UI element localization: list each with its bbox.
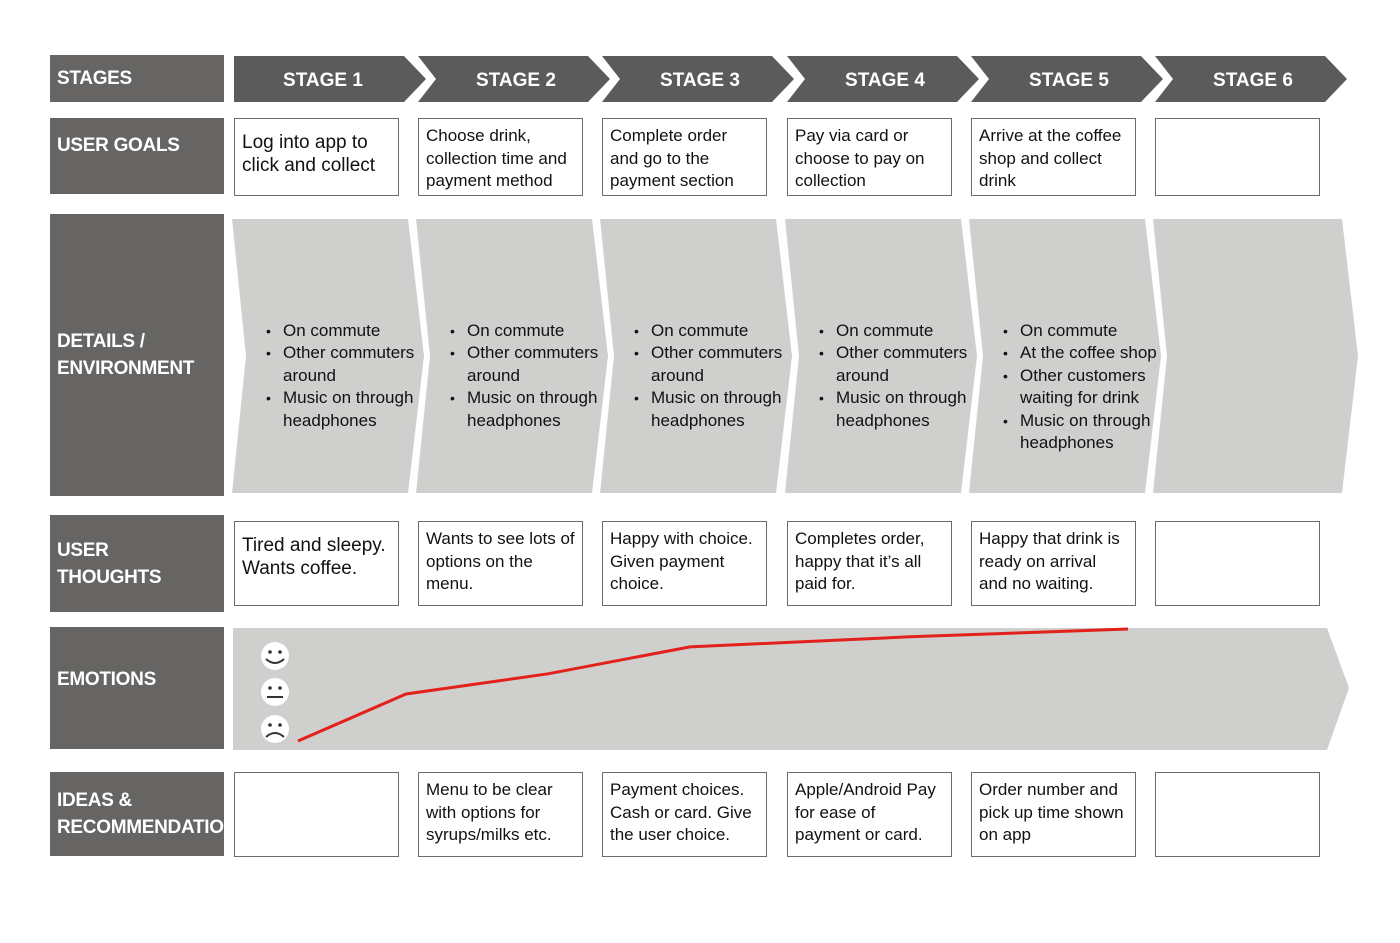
stage-arrow [234, 56, 426, 102]
stage-arrow [602, 56, 794, 102]
idea-box [234, 772, 399, 857]
stage-arrow [971, 56, 1163, 102]
row-label-text: EMOTIONS [57, 668, 156, 690]
row-label-user-thoughts: USER THOUGHTS [50, 515, 224, 612]
emotions-band [233, 628, 1349, 750]
happy-face-icon [261, 642, 289, 670]
idea-box: Order number and pick up time shown on a… [971, 772, 1136, 857]
user-thought-box: Happy that drink is ready on arrival and… [971, 521, 1136, 606]
user-thought-box: Wants to see lots of options on the menu… [418, 521, 583, 606]
details-list: On commuteOther commuters aroundMusic on… [818, 320, 986, 432]
emotion-line [297, 627, 1129, 743]
details-item: Music on through headphones [266, 387, 433, 432]
details-item: On commute [634, 320, 801, 343]
row-label-stages: STAGES [50, 55, 224, 102]
user-goal-box: Complete order and go to the payment sec… [602, 118, 767, 196]
details-item: Other commuters around [634, 342, 801, 387]
user-thought-box [1155, 521, 1320, 606]
details-list: On commuteOther commuters aroundMusic on… [449, 320, 617, 432]
row-label-text: IDEAS & RECOMMENDATIONS [57, 790, 250, 838]
stage-arrow [787, 56, 979, 102]
user-goal-box: Log into app to click and collect [234, 118, 399, 196]
details-item: Music on through headphones [819, 387, 986, 432]
details-list: On commuteOther commuters aroundMusic on… [265, 320, 433, 432]
user-goal-box: Choose drink, collection time and paymen… [418, 118, 583, 196]
details-list: On commuteAt the coffee shopOther custom… [1002, 320, 1178, 454]
idea-box: Payment choices. Cash or card. Give the … [602, 772, 767, 857]
details-item: Music on through headphones [450, 387, 617, 432]
details-item: Music on through headphones [1003, 410, 1178, 455]
details-chevron [1153, 219, 1358, 493]
stage-label: STAGE 1 [283, 70, 363, 91]
details-item: On commute [266, 320, 433, 343]
details-item: On commute [450, 320, 617, 343]
stage-label: STAGE 4 [845, 70, 925, 91]
user-thought-box: Happy with choice. Given payment choice. [602, 521, 767, 606]
stage-label: STAGE 3 [660, 70, 740, 91]
row-label-text: STAGES [57, 68, 132, 89]
sad-face-icon [261, 715, 289, 743]
user-goal-box: Pay via card or choose to pay on collect… [787, 118, 952, 196]
details-item: At the coffee shop [1003, 342, 1178, 365]
user-thought-box: Tired and sleepy. Wants coffee. [234, 521, 399, 606]
details-list: On commuteOther commuters aroundMusic on… [633, 320, 801, 432]
user-goal-box [1155, 118, 1320, 196]
stage-label: STAGE 6 [1213, 70, 1293, 91]
idea-box: Menu to be clear with options for syrups… [418, 772, 583, 857]
details-item: On commute [1003, 320, 1178, 343]
row-label-ideas: IDEAS & RECOMMENDATIONS [50, 772, 250, 856]
details-item: Other commuters around [450, 342, 617, 387]
neutral-face-icon [261, 678, 289, 706]
row-label-user-goals: USER GOALS [50, 118, 224, 194]
stage-label: STAGE 2 [476, 70, 556, 91]
stage-arrow [418, 56, 610, 102]
details-item: Other commuters around [819, 342, 986, 387]
details-item: Other commuters around [266, 342, 433, 387]
row-label-details: DETAILS / ENVIRONMENT [50, 214, 224, 496]
row-label-text: USER THOUGHTS [57, 539, 162, 588]
row-label-text: USER GOALS [57, 134, 180, 156]
details-item: Music on through headphones [634, 387, 801, 432]
stage-label: STAGE 5 [1029, 70, 1109, 91]
idea-box [1155, 772, 1320, 857]
user-thought-box: Completes order, happy that it’s all pai… [787, 521, 952, 606]
row-label-emotions: EMOTIONS [50, 627, 224, 749]
row-label-text: DETAILS / ENVIRONMENT [57, 331, 195, 379]
details-item: On commute [819, 320, 986, 343]
details-item: Other customers waiting for drink [1003, 365, 1178, 410]
idea-box: Apple/Android Pay for ease of payment or… [787, 772, 952, 857]
user-goal-box: Arrive at the coffee shop and collect dr… [971, 118, 1136, 196]
stage-arrow [1155, 56, 1347, 102]
